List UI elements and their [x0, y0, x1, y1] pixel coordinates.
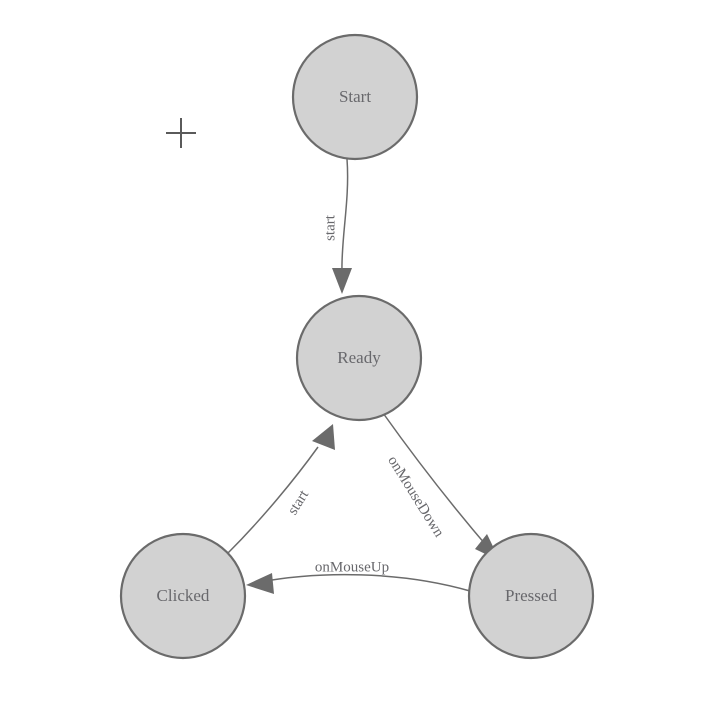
edge-start-to-ready[interactable]: start — [322, 158, 352, 294]
node-clicked[interactable]: Clicked — [119, 532, 247, 660]
node-ready[interactable]: Ready — [295, 294, 423, 422]
edge-label-clicked-to-ready: start — [285, 487, 313, 518]
node-ready-circle — [295, 294, 423, 422]
edge-path-start-to-ready — [341, 158, 349, 273]
edge-ready-to-pressed[interactable]: onMouseDown — [382, 412, 500, 561]
edge-path-pressed-to-clicked — [259, 573, 471, 592]
edge-path-clicked-to-ready — [227, 446, 319, 554]
node-clicked-label: Clicked — [157, 586, 210, 605]
node-start[interactable]: Start — [291, 33, 419, 161]
edge-pressed-to-clicked[interactable]: onMouseUp — [246, 559, 471, 594]
node-start-circle — [291, 33, 419, 161]
crosshair-icon — [166, 118, 196, 148]
edge-label-start-to-ready: start — [322, 214, 338, 241]
edge-label-ready-to-pressed: onMouseDown — [384, 453, 447, 540]
node-pressed-label: Pressed — [505, 586, 557, 605]
node-pressed[interactable]: Pressed — [467, 532, 595, 660]
arrow-head-into-ready-bottom — [312, 424, 335, 450]
edge-clicked-to-ready[interactable]: start — [227, 424, 335, 554]
node-clicked-circle — [119, 532, 247, 660]
arrow-head-into-ready-top — [332, 268, 352, 294]
node-ready-label: Ready — [337, 348, 381, 367]
node-pressed-circle — [467, 532, 595, 660]
edge-path-ready-to-pressed — [382, 412, 492, 552]
node-start-label: Start — [339, 87, 371, 106]
arrow-head-into-clicked — [246, 573, 274, 594]
edge-label-pressed-to-clicked: onMouseUp — [315, 559, 389, 575]
